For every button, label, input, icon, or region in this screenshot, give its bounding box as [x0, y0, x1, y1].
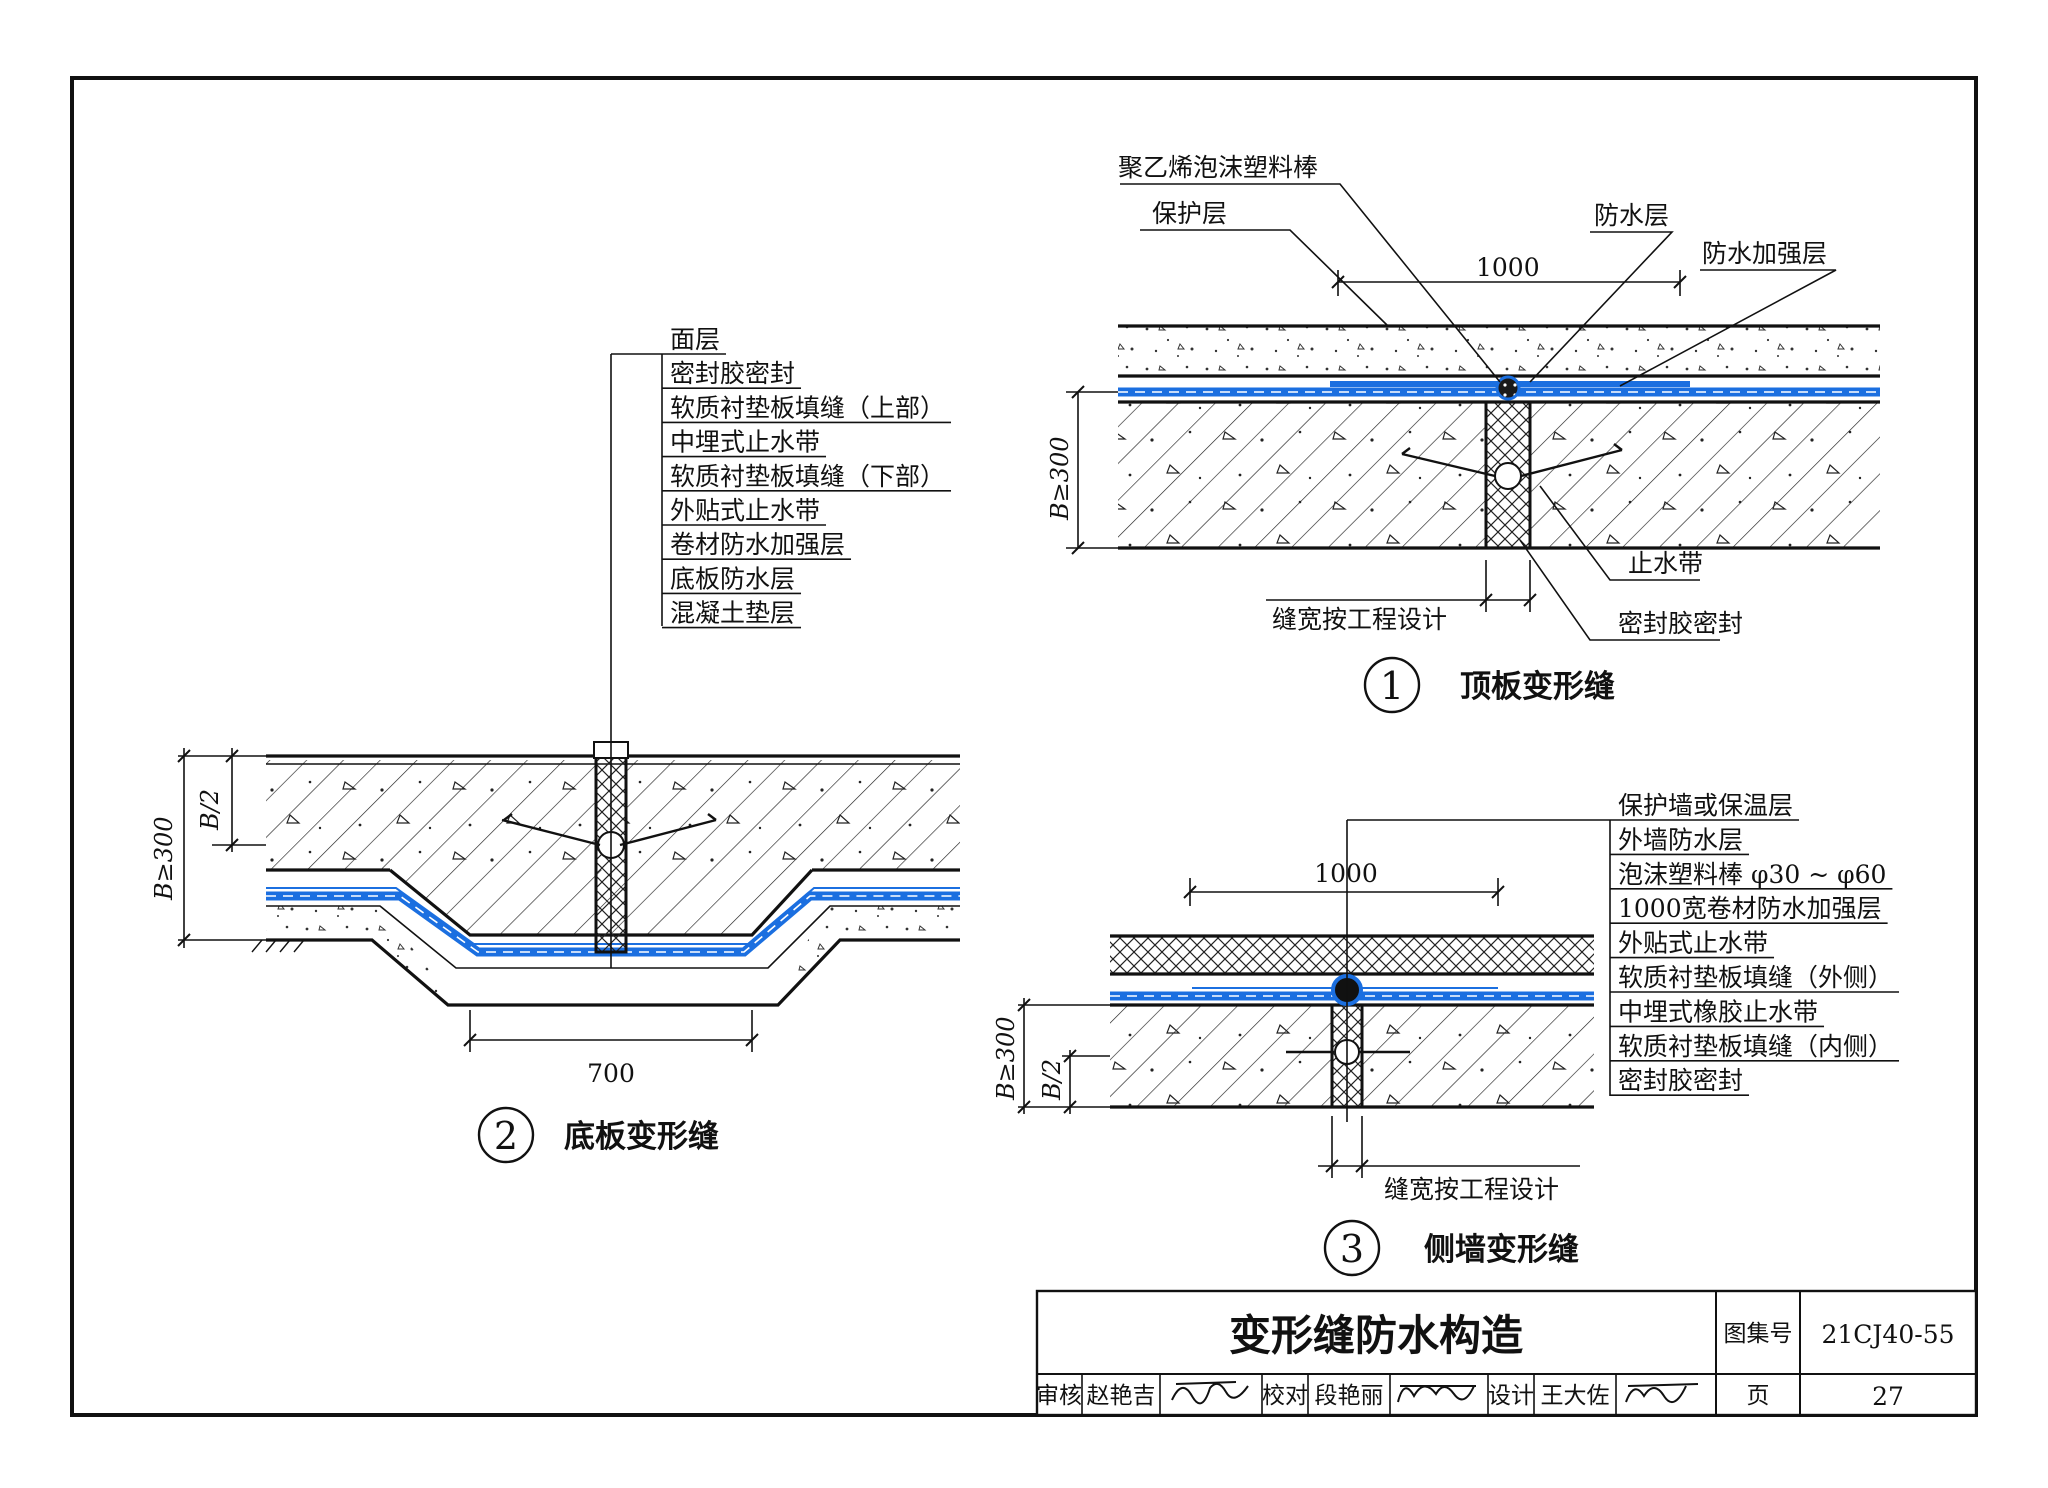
dim-half: B/2	[196, 789, 224, 831]
label-waterstop: 止水带	[1628, 549, 1703, 578]
label-item: 底板防水层	[670, 564, 795, 593]
label-item: 软质衬垫板填缝（上部）	[670, 393, 945, 422]
waterstop-bulb	[1494, 462, 1522, 490]
label-item: 密封胶密封	[670, 359, 795, 388]
label-item: 密封胶密封	[1618, 1066, 1743, 1095]
label-foam-rod: 聚乙烯泡沫塑料棒	[1118, 153, 1318, 182]
dim-depth: B≥300	[992, 1016, 1020, 1101]
checker-signature	[1397, 1385, 1476, 1403]
label-item: 外贴式止水带	[1618, 929, 1768, 958]
check-label: 校对	[1262, 1383, 1308, 1409]
review-label: 审核	[1036, 1383, 1082, 1409]
designer-signature	[1625, 1383, 1699, 1404]
label-item: 软质衬垫板填缝（外侧）	[1618, 963, 1893, 992]
atlas-number: 21CJ40-55	[1821, 1320, 1954, 1349]
detail-1-roof-slab: 聚乙烯泡沫塑料棒 保护层 防水层 防水加强层 止水带 密封胶密封 缝宽按工程设计…	[1046, 153, 1880, 714]
caption-circle	[1323, 1219, 1381, 1277]
foam-rod-icon	[1495, 375, 1521, 401]
caption-title: 顶板变形缝	[1460, 669, 1615, 705]
checker-name: 段艳丽	[1315, 1383, 1384, 1409]
label-sealant: 密封胶密封	[1618, 609, 1743, 638]
label-item: 保护墙或保温层	[1618, 791, 1793, 820]
page-label: 页	[1747, 1383, 1770, 1409]
caption-title: 侧墙变形缝	[1424, 1232, 1579, 1268]
dim-depth: B≥300	[150, 816, 178, 901]
reviewer-name: 赵艳吉	[1087, 1383, 1156, 1409]
design-label: 设计	[1488, 1383, 1534, 1409]
label-waterproof-layer: 防水层	[1594, 201, 1669, 230]
caption-circle	[477, 1106, 535, 1164]
label-item: 软质衬垫板填缝（下部）	[670, 462, 945, 491]
dim-half: B/2	[1038, 1059, 1066, 1101]
label-item: 混凝土垫层	[670, 599, 795, 628]
label-gap-width: 缝宽按工程设计	[1272, 605, 1447, 634]
page-number: 27	[1872, 1382, 1904, 1411]
label-item: 泡沫塑料棒 φ30 ~ φ60	[1618, 860, 1886, 889]
sheet-border	[70, 76, 1978, 1417]
label-item: 中埋式橡胶止水带	[1618, 997, 1818, 1026]
label-item: 卷材防水加强层	[670, 530, 845, 559]
atlas-label: 图集号	[1724, 1321, 1793, 1347]
caption-number: 2	[494, 1114, 518, 1158]
caption-number: 3	[1340, 1227, 1364, 1271]
dim-width-1000: 1000	[1476, 253, 1540, 282]
dim-depth: B≥300	[1046, 436, 1074, 521]
label-item: 1000宽卷材防水加强层	[1618, 894, 1882, 923]
title-block: 变形缝防水构造 图集号 21CJ40-55 页 27 审核 赵艳吉 校对 段艳丽…	[1035, 1289, 1978, 1417]
label-item: 外墙防水层	[1618, 825, 1743, 854]
dim-width-700: 700	[587, 1059, 635, 1088]
label-reinforce-layer: 防水加强层	[1702, 239, 1827, 268]
dim-width-1000: 1000	[1314, 859, 1378, 888]
protective-wall	[1110, 936, 1594, 974]
label-item: 中埋式止水带	[670, 428, 820, 457]
drawing-title: 变形缝防水构造	[1229, 1311, 1523, 1360]
caption-number: 1	[1380, 664, 1404, 708]
caption-title: 底板变形缝	[564, 1119, 719, 1155]
caption-circle	[1363, 656, 1421, 714]
designer-name: 王大佐	[1541, 1383, 1610, 1409]
label-item: 软质衬垫板填缝（内侧）	[1618, 1032, 1893, 1061]
reviewer-signature	[1171, 1381, 1249, 1405]
label-protection-layer: 保护层	[1152, 199, 1227, 228]
protection-layer	[1118, 326, 1880, 376]
label-item: 外贴式止水带	[670, 496, 820, 525]
label-item: 面层	[670, 325, 720, 354]
label-gap-width: 缝宽按工程设计	[1384, 1175, 1559, 1204]
